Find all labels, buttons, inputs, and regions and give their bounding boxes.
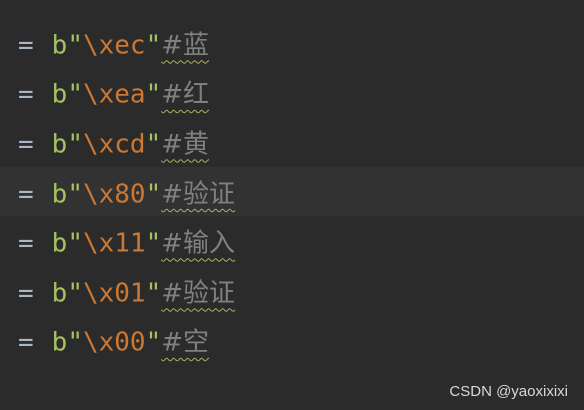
code-editor[interactable]: =b"\xec"#蓝 =b"\xea"#红 =b"\xcd"#黄 =b"\x80…	[0, 18, 584, 365]
escape-sequence: \x80	[82, 179, 146, 210]
escape-sequence: \xec	[82, 30, 146, 61]
bytes-prefix: b	[51, 278, 68, 309]
bytes-prefix: b	[51, 179, 68, 210]
escape-sequence: \xea	[82, 79, 146, 110]
escape-sequence: \x11	[82, 228, 146, 259]
code-line-6[interactable]: =b"\x01"#验证	[0, 266, 584, 316]
line-comment: #黄	[161, 129, 210, 160]
string-quote-close: "	[145, 327, 162, 358]
bytes-prefix: b	[51, 228, 68, 259]
assignment-operator: =	[18, 30, 34, 61]
code-line-3[interactable]: =b"\xcd"#黄	[0, 117, 584, 167]
string-quote-open: "	[67, 30, 83, 61]
string-quote-open: "	[67, 228, 83, 259]
bytes-prefix: b	[51, 30, 68, 61]
string-quote-close: "	[145, 129, 162, 160]
string-quote-open: "	[67, 129, 83, 160]
string-quote-open: "	[67, 278, 83, 309]
bytes-prefix: b	[51, 129, 68, 160]
string-quote-close: "	[145, 30, 162, 61]
escape-sequence: \xcd	[82, 129, 146, 160]
string-quote-open: "	[67, 327, 83, 358]
line-comment: #红	[161, 79, 210, 110]
bytes-prefix: b	[51, 327, 68, 358]
code-line-1[interactable]: =b"\xec"#蓝	[0, 18, 584, 68]
string-quote-close: "	[145, 278, 162, 309]
line-comment: #验证	[161, 278, 236, 309]
line-comment: #验证	[161, 179, 236, 210]
escape-sequence: \x01	[82, 278, 146, 309]
code-line-2[interactable]: =b"\xea"#红	[0, 68, 584, 118]
assignment-operator: =	[18, 278, 34, 309]
string-quote-open: "	[67, 79, 83, 110]
string-quote-close: "	[145, 79, 162, 110]
assignment-operator: =	[18, 228, 34, 259]
line-comment: #输入	[161, 228, 236, 259]
string-quote-close: "	[145, 179, 162, 210]
string-quote-close: "	[145, 228, 162, 259]
assignment-operator: =	[18, 327, 34, 358]
string-quote-open: "	[67, 179, 83, 210]
line-comment: #蓝	[161, 30, 210, 61]
bytes-prefix: b	[51, 79, 68, 110]
assignment-operator: =	[18, 129, 34, 160]
code-line-7[interactable]: =b"\x00"#空	[0, 316, 584, 366]
line-comment: #空	[161, 327, 210, 358]
assignment-operator: =	[18, 179, 34, 210]
assignment-operator: =	[18, 79, 34, 110]
escape-sequence: \x00	[82, 327, 146, 358]
code-line-5[interactable]: =b"\x11"#输入	[0, 216, 584, 266]
csdn-watermark: CSDN @yaoxixixi	[449, 383, 568, 400]
code-line-4-current[interactable]: =b"\x80"#验证	[0, 166, 584, 217]
